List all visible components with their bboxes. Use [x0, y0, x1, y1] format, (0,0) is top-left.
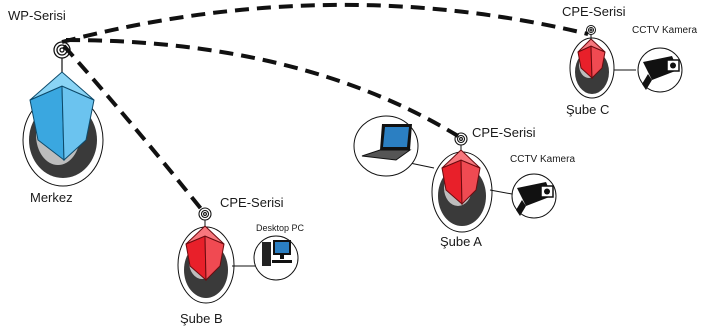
antenna-icon — [454, 132, 468, 146]
branch-c-site-label: Şube C — [566, 102, 609, 117]
hub-tower-top — [29, 71, 95, 101]
branch-a-radio-label: CPE-Serisi — [472, 125, 536, 140]
cctv-camera-icon — [642, 56, 680, 90]
branch-c-device — [637, 47, 683, 93]
branch-a-device-label: CCTV Kamera — [510, 154, 575, 165]
branch-a-node — [404, 132, 513, 233]
branch-c-device-label: CCTV Kamera — [632, 25, 697, 36]
branch-b-radio-label: CPE-Serisi — [220, 195, 284, 210]
hub-site-label: Merkez — [30, 190, 73, 205]
link-to-branch-a — [65, 38, 460, 138]
antenna-icon — [586, 25, 596, 35]
link-to-branch-b — [62, 44, 204, 212]
branch-b-device-label: Desktop PC — [256, 223, 305, 233]
desktop-pc-icon — [262, 240, 292, 266]
link-to-branch-c — [61, 2, 589, 44]
cctv-camera-icon — [516, 182, 554, 216]
antenna-icon — [53, 41, 71, 59]
branch-c-radio-label: CPE-Serisi — [562, 4, 626, 19]
branch-b-device — [253, 235, 299, 281]
antenna-icon — [198, 207, 212, 221]
branch-b-site-label: Şube B — [180, 311, 223, 326]
branch-a-device — [511, 173, 557, 219]
branch-a-laptop — [353, 115, 419, 177]
laptop-icon — [361, 124, 412, 161]
branch-b-node — [177, 207, 256, 304]
hub-radio-label: WP-Serisi — [8, 8, 66, 23]
hub-node — [22, 41, 104, 187]
branch-a-tower-top — [441, 149, 481, 169]
wireless-links — [61, 2, 589, 212]
branch-c-tower-top — [577, 38, 606, 53]
branch-b-tower-top — [185, 225, 225, 245]
branch-a-site-label: Şube A — [440, 234, 482, 249]
branch-c-node — [569, 25, 636, 99]
